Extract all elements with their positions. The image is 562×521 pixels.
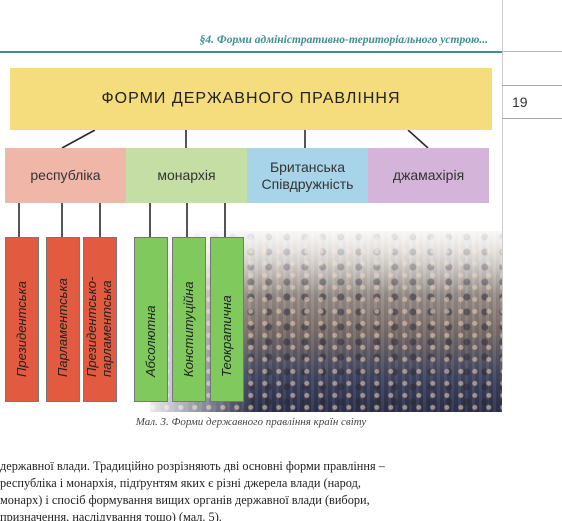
category-republic: республіка — [5, 148, 126, 203]
subtype-label: Президентська — [14, 281, 29, 377]
diagram-title-box: ФОРМИ ДЕРЖАВНОГО ПРАВЛІННЯ — [10, 68, 492, 130]
category-jamahiriya: джамахірія — [368, 148, 489, 203]
category-commonwealth-line1: Британська — [269, 158, 346, 175]
body-line: державної влади. Традиційно розрізняють … — [0, 459, 385, 473]
body-line: монарх) і спосіб формування вищих органі… — [0, 493, 370, 507]
margin-rule-top — [502, 51, 562, 52]
subtype-label: Абсолютна — [143, 305, 158, 377]
header-rule — [0, 51, 502, 53]
body-paragraph: державної влади. Традиційно розрізняють … — [0, 458, 502, 521]
connector-lines — [18, 129, 429, 237]
subtype-label: Парламентська — [55, 278, 70, 377]
subtype-presidential: Президентська — [5, 237, 39, 402]
connector-republic — [61, 129, 96, 149]
category-monarchy: монархія — [126, 148, 247, 203]
category-commonwealth-line2: Співдружність — [261, 175, 354, 192]
margin-divider — [502, 0, 503, 370]
connector-jamahiriya — [407, 129, 429, 149]
category-commonwealth: Британська Співдружність — [247, 148, 368, 203]
subtype-label-line2: парламентська — [99, 280, 115, 377]
body-line: призначення, наслідування тощо) (мал. 5)… — [0, 510, 222, 521]
page-margin: 19 — [502, 0, 562, 521]
figure-caption: Мал. 3. Форми державного правління країн… — [135, 416, 367, 428]
subtype-label: Конституційна — [181, 281, 196, 377]
margin-rule — [502, 118, 562, 119]
subtype-label-line1: Президентсько- — [84, 276, 99, 377]
subtype-theocratic: Теократична — [210, 237, 244, 402]
parliament-photo — [150, 231, 502, 412]
page-number: 19 — [512, 94, 528, 110]
margin-rule — [502, 85, 562, 86]
section-header: §4. Форми адміністративно-територіальног… — [199, 34, 488, 46]
subtype-constitutional: Конституційна — [172, 237, 206, 402]
subtype-label: Теократична — [219, 295, 234, 377]
subtype-parliamentary: Парламентська — [46, 237, 80, 402]
subtype-presidential-parliamentary: Президентсько- парламентська — [83, 237, 117, 402]
government-forms-diagram: ФОРМИ ДЕРЖАВНОГО ПРАВЛІННЯ республіка мо… — [0, 56, 502, 412]
subtype-absolute: Абсолютна — [134, 237, 168, 402]
body-line: республіка і монархія, підґрунтям яких є… — [0, 476, 361, 490]
